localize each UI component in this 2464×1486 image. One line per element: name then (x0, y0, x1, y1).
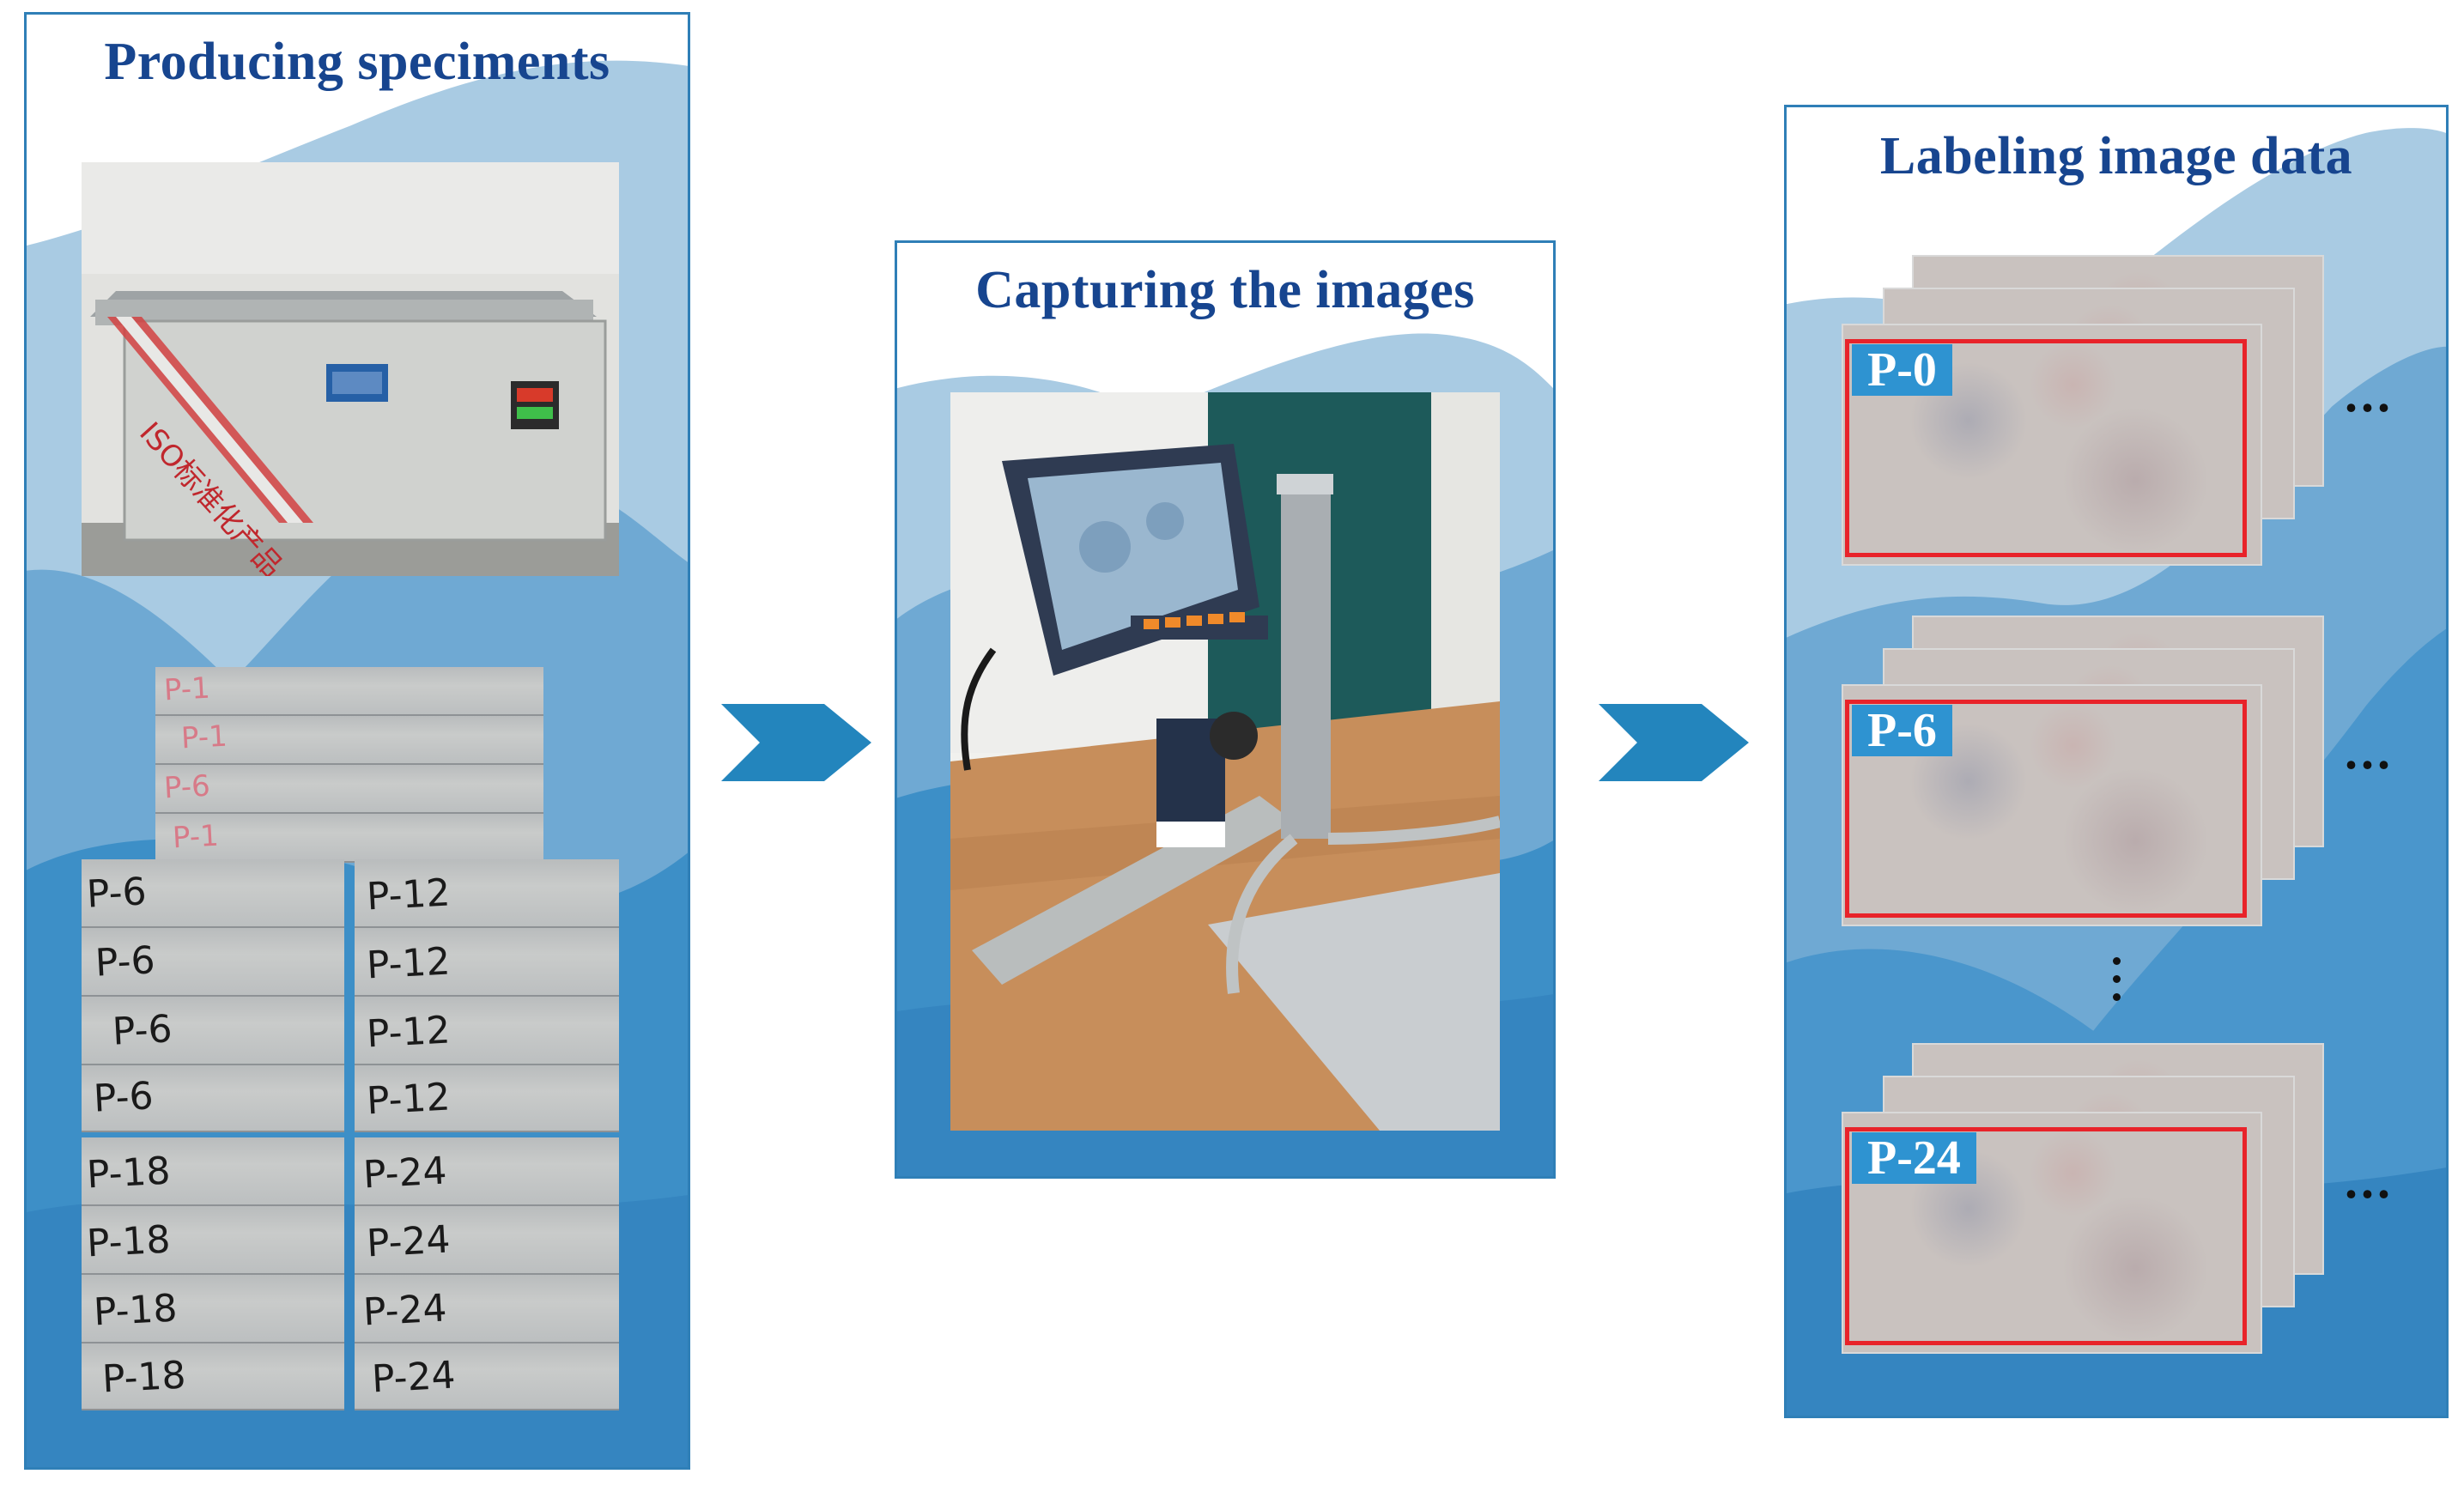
specimen-label: P-6 (85, 870, 148, 917)
specimen-label: P-12 (365, 870, 452, 919)
specimens-p6: P-6 P-6 P-6 P-6 (82, 859, 344, 1132)
panel-producing-specimens: Producing speciments ISO标准化产品 P-1 P-1 P-… (24, 12, 690, 1470)
microscope-illustration (950, 392, 1500, 1131)
specimens-p24: P-24 P-24 P-24 P-24 (355, 1137, 619, 1410)
specimen-label: P-24 (361, 1149, 448, 1198)
specimen-label: P-12 (365, 939, 452, 988)
oven-illustration (82, 162, 619, 576)
oven-photo: ISO标准化产品 (82, 162, 619, 576)
specimens-p18: P-18 P-18 P-18 P-18 (82, 1137, 344, 1410)
panel-labeling-images: Labeling image data P-0 ... P-6 ... P-24… (1784, 105, 2449, 1418)
specimen-label: P-24 (370, 1353, 457, 1402)
specimen-label: P-24 (365, 1217, 452, 1266)
specimen-label: P-6 (111, 1007, 173, 1054)
class-label[interactable]: P-6 (1852, 705, 1952, 756)
specimen-label: P-6 (162, 768, 211, 806)
specimens-p12: P-12 P-12 P-12 P-12 (355, 859, 619, 1132)
specimen-label: P-18 (100, 1353, 187, 1402)
arrow-right-icon (721, 704, 871, 781)
specimen-label: P-12 (365, 1008, 452, 1057)
specimen-label: P-6 (92, 1074, 155, 1121)
specimen-label: P-18 (85, 1149, 172, 1198)
arrow-right-icon (1599, 704, 1749, 781)
class-label[interactable]: P-0 (1852, 344, 1952, 396)
bounding-box (1845, 1127, 2247, 1345)
specimen-label: P-1 (179, 719, 228, 756)
specimen-label: P-1 (162, 670, 211, 708)
bounding-box (1845, 339, 2247, 557)
specimens-top: P-1 P-1 P-6 P-1 (155, 667, 543, 863)
panel-title: Labeling image data (1879, 127, 2353, 185)
bounding-box (1845, 700, 2247, 918)
image-frame (1842, 684, 2262, 926)
panel-title: Capturing the images (975, 261, 1475, 319)
vertical-ellipsis-icon (2113, 957, 2121, 1011)
specimen-label: P-12 (365, 1075, 452, 1124)
microscope-photo (950, 392, 1500, 1131)
more-images-ellipsis: ... (2345, 723, 2394, 779)
specimen-label: P-24 (361, 1286, 448, 1335)
more-images-ellipsis: ... (2345, 366, 2394, 422)
more-images-ellipsis: ... (2345, 1152, 2394, 1209)
specimen-label: P-1 (171, 818, 220, 856)
specimen-label: P-18 (92, 1286, 179, 1335)
panel-capturing-images: Capturing the images (895, 240, 1556, 1179)
panel-title: Producing speciments (104, 33, 610, 91)
specimen-label: P-6 (94, 938, 156, 986)
class-label[interactable]: P-24 (1852, 1132, 1976, 1184)
specimen-label: P-18 (85, 1217, 172, 1266)
